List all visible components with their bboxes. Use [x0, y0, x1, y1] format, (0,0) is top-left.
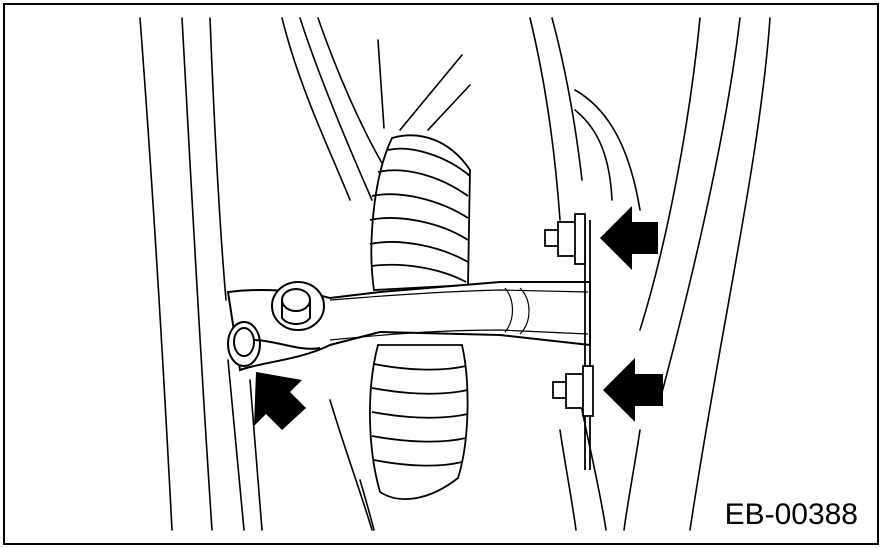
rubber-boot-lower — [369, 344, 469, 500]
arrow-up-left-icon — [254, 372, 306, 430]
rubber-boot-upper — [369, 134, 471, 291]
background-body-lines — [139, 17, 771, 531]
callout-arrows — [254, 206, 663, 430]
arrow-left-icon — [603, 358, 663, 422]
arrow-left-icon — [600, 206, 658, 270]
lower-bolt — [552, 365, 594, 417]
upper-bolt — [544, 213, 586, 265]
pivot-pin — [227, 321, 321, 367]
figure-id-label: EB-00388 — [722, 498, 860, 531]
link-pivot-top — [271, 281, 325, 331]
